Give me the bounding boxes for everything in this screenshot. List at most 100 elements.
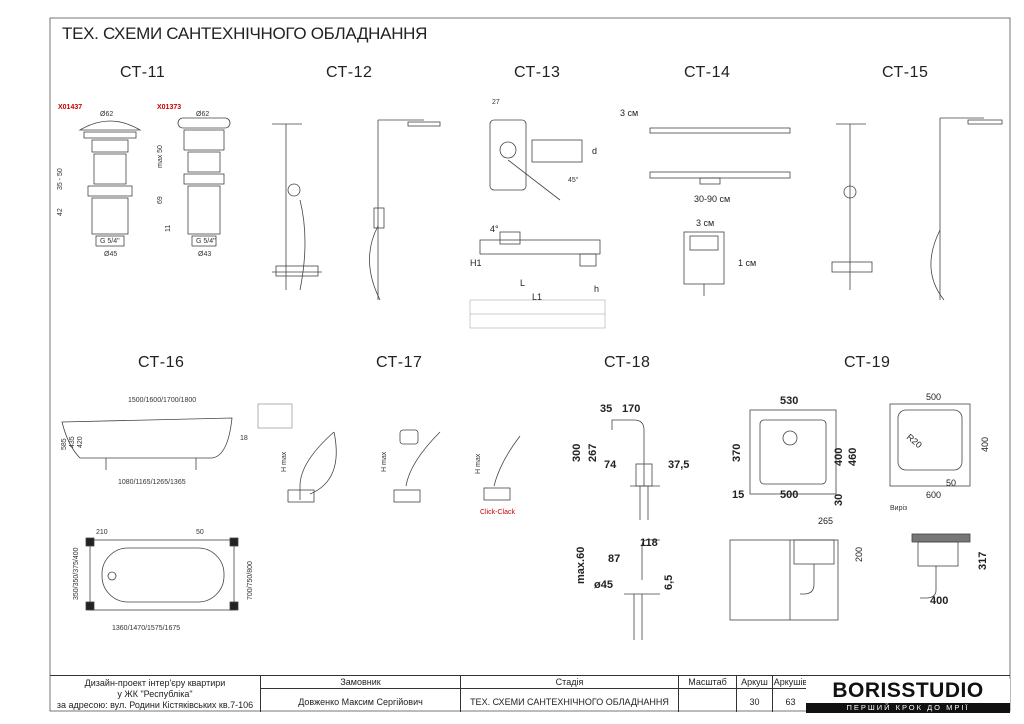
- dim-ct14-range: 30-90 см: [694, 194, 730, 204]
- cutout-label: Виріз: [890, 504, 907, 512]
- dim-ct13-l: L: [520, 278, 525, 288]
- dim-ct18-300: 300: [571, 444, 583, 462]
- dim-g2: G 5/4": [196, 238, 216, 245]
- dim-ct17-hmax-b: H max: [381, 451, 388, 472]
- dim-ct19-500: 500: [780, 489, 798, 501]
- dim-d62a: Ø62: [100, 111, 113, 118]
- dim-h4: 69: [157, 196, 164, 204]
- sheets-header: Аркушів: [773, 677, 808, 689]
- label-ct14: СТ-14: [684, 64, 731, 81]
- project-cell: Дизайн-проект інтер'єру квартири у ЖК "Р…: [50, 676, 260, 712]
- label-ct11: СТ-11: [120, 64, 166, 81]
- label-ct19: СТ-19: [844, 354, 891, 371]
- sheet-header: Аркуш: [737, 677, 772, 689]
- dim-ct16-side: 700/750/800: [247, 561, 254, 600]
- label-ct12: СТ-12: [326, 64, 373, 81]
- dim-ct19-15: 15: [732, 489, 744, 501]
- dim-ct19-460: 460: [847, 448, 859, 466]
- kitchen-faucet-ct18: [611, 419, 660, 640]
- dim-ct19-r20: R20: [905, 432, 924, 450]
- dim-ct18-375: 37,5: [668, 459, 689, 471]
- dim-ct18-35: 35: [600, 403, 612, 415]
- dim-ct19-30: 30: [833, 494, 845, 506]
- project-name: Дизайн-проект інтер'єру квартири: [84, 678, 226, 688]
- dim-ct16-base: 1080/1165/1265/1365: [118, 479, 186, 486]
- dim-ct19-370: 370: [731, 444, 743, 462]
- product-code-a: X01437: [58, 104, 83, 111]
- project-complex: у ЖК "Республіка": [117, 689, 193, 699]
- drain-drawing-x01437: [78, 120, 142, 247]
- dim-ct19-400: 400: [833, 448, 845, 466]
- dim-ct18-118: 118: [640, 537, 658, 549]
- dim-ct16-420: 420: [77, 436, 84, 448]
- dim-ct13-e: 4°: [490, 224, 499, 234]
- sheet-cell: Аркуш 30: [736, 676, 772, 712]
- dim-ct19-200: 200: [854, 547, 864, 562]
- sheets-total: 63: [785, 697, 796, 707]
- dim-ct16-50: 50: [196, 529, 204, 536]
- client-name: Довженко Максим Сергійович: [298, 697, 423, 707]
- dim-ct18-max60: max.60: [575, 547, 587, 584]
- title-block: Дизайн-проект інтер'єру квартири у ЖК "Р…: [50, 675, 1010, 712]
- stage-cell: Стадія ТЕХ. СХЕМИ САНТЕХНІЧНОГО ОБЛАДНАН…: [460, 676, 678, 712]
- dim-ct14-3cm-a: 3 см: [620, 108, 638, 118]
- dim-ct14-3cm-b: 3 см: [696, 218, 714, 228]
- dim-ct18-87: 87: [608, 553, 620, 565]
- dim-ct13-h: h: [594, 284, 599, 294]
- dim-ct16-210: 210: [96, 529, 108, 536]
- dim-ct18-d45: ø45: [594, 579, 613, 591]
- dim-ct19-530: 530: [780, 395, 798, 407]
- dim-ct13-l1: L1: [532, 292, 542, 302]
- label-ct17: СТ-17: [376, 354, 423, 371]
- dim-ct18-65: 6,5: [663, 575, 675, 590]
- sink-section-ct19: [729, 533, 971, 621]
- dim-ct16-len: 1500/1600/1700/1800: [128, 397, 196, 404]
- dim-d45: Ø45: [104, 251, 117, 258]
- client-header: Замовник: [261, 677, 460, 689]
- dim-ct13-d: d: [592, 146, 597, 156]
- stage-header: Стадія: [461, 677, 678, 689]
- dim-ct17-hmax-c: H max: [475, 453, 482, 474]
- concealed-box-ct13: [469, 119, 606, 329]
- sheet-number: 30: [749, 697, 760, 707]
- shower-system-ct12: [272, 119, 441, 301]
- label-ct13: СТ-13: [514, 64, 561, 81]
- dim-ct16-side2: 350/350/375/400: [73, 547, 80, 600]
- sheets-cell: Аркушів 63: [772, 676, 808, 712]
- dim-d43: Ø43: [198, 251, 211, 258]
- client-cell: Замовник Довженко Максим Сергійович: [260, 676, 460, 712]
- logo-name: BORISSTUDIO: [832, 679, 984, 702]
- project-address: за адресою: вул. Родини Кістяківських кв…: [56, 700, 254, 710]
- bathtub-side-ct16: [61, 417, 233, 470]
- dim-ct18-267: 267: [587, 444, 599, 462]
- dim-ct19-600: 600: [926, 490, 941, 500]
- scale-cell: Масштаб: [678, 676, 736, 712]
- dim-h5: 11: [165, 225, 172, 232]
- floor-drain-channel-ct14: [649, 127, 791, 296]
- logo-slogan: ПЕРШИЙ КРОК ДО МРІЇ: [806, 703, 1010, 713]
- dim-ct18-74: 74: [604, 459, 617, 471]
- dim-h3: max 50: [157, 145, 164, 168]
- sink-cutout-ct19: [889, 403, 971, 487]
- drain-drawing-x01373: [177, 117, 231, 247]
- dim-ct19-50: 50: [946, 478, 956, 488]
- scale-header: Масштаб: [679, 677, 736, 689]
- studio-logo: BORISSTUDIO ПЕРШИЙ КРОК ДО МРІЇ: [806, 679, 1010, 713]
- product-code-b: X01373: [157, 104, 182, 111]
- bathtub-top-ct16: [85, 537, 239, 611]
- dim-ct19-265: 265: [818, 516, 833, 526]
- label-ct15: СТ-15: [882, 64, 929, 81]
- dim-ct16-18: 18: [240, 435, 248, 442]
- dim-ct19-500b: 500: [926, 392, 941, 402]
- dim-ct16-inner: 1360/1470/1575/1675: [112, 625, 180, 632]
- dim-ct13-a: 27: [492, 99, 500, 106]
- dim-ct18-170: 170: [622, 403, 640, 415]
- dim-h1: 35 - 50: [57, 168, 64, 190]
- dim-ct16-435: 435: [69, 436, 76, 448]
- dim-ct19-400b: 400: [980, 437, 990, 452]
- shower-system-ct15: [831, 117, 1003, 301]
- label-ct18: СТ-18: [604, 354, 651, 371]
- dim-ct13-h1: H1: [470, 258, 482, 268]
- stage-value: ТЕХ. СХЕМИ САНТЕХНІЧНОГО ОБЛАДНАННЯ: [470, 697, 669, 707]
- dim-h2: 42: [57, 208, 64, 216]
